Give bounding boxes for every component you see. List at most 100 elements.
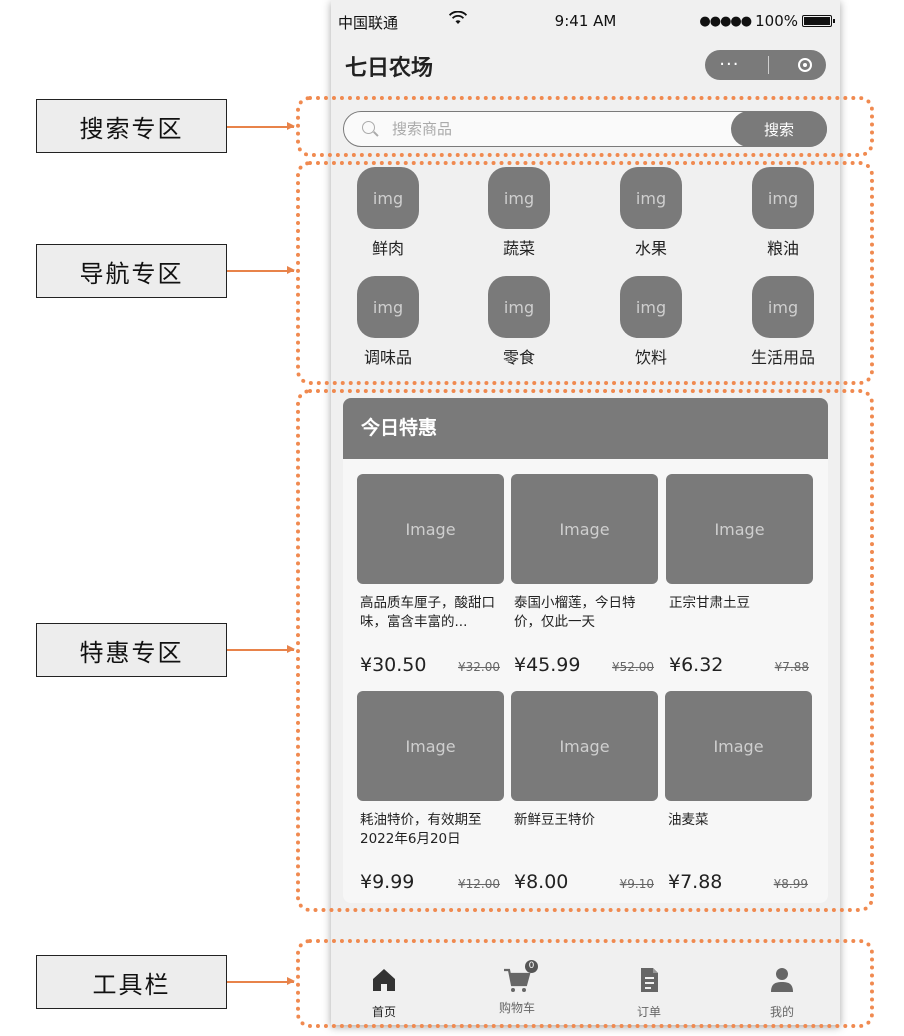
battery-percent: 100% bbox=[755, 12, 798, 30]
search-bar: 搜索 bbox=[343, 111, 827, 147]
home-icon bbox=[373, 969, 395, 991]
search-button[interactable]: 搜索 bbox=[731, 111, 827, 147]
product-old-price: ¥32.00 bbox=[458, 660, 500, 674]
product-prices: ¥45.99 ¥52.00 bbox=[514, 654, 654, 676]
category-item-fresh-meat[interactable]: img 鲜肉 bbox=[331, 167, 448, 259]
annotation-toolbar: 工具栏 bbox=[36, 955, 227, 1009]
tab-label: 我的 bbox=[769, 1005, 794, 1019]
product-name: 耗油特价，有效期至2022年6月20日 bbox=[360, 812, 482, 847]
tab-bar: 首页 0 购物车 订单 bbox=[331, 955, 840, 1025]
product-name: 泰国小榴莲，今日特价，仅此一天 bbox=[514, 595, 636, 630]
product-image: Image bbox=[666, 474, 813, 584]
deals-title: 今日特惠 bbox=[343, 398, 828, 459]
more-options-icon[interactable]: ··· bbox=[719, 54, 740, 75]
category-label: 生活用品 bbox=[750, 348, 815, 367]
search-input[interactable] bbox=[392, 118, 722, 140]
mini-program-capsule: ··· bbox=[705, 50, 826, 80]
annotation-arrow bbox=[227, 267, 295, 273]
tab-label: 首页 bbox=[371, 1005, 396, 1019]
product-card[interactable]: Image 正宗甘肃土豆 ¥6.32 ¥7.88 bbox=[666, 474, 814, 676]
category-item-grain-oil[interactable]: img 粮油 bbox=[723, 167, 840, 259]
product-card[interactable]: Image 耗油特价，有效期至2022年6月20日 ¥9.99 ¥12.00 bbox=[357, 691, 505, 893]
deals-panel: 今日特惠 Image 高品质车厘子，酸甜口味，富含丰富的... ¥30.50 ¥… bbox=[343, 398, 828, 903]
category-image: img bbox=[752, 167, 814, 229]
product-old-price: ¥7.88 bbox=[774, 660, 809, 674]
annotation-frame-search bbox=[296, 96, 874, 157]
product-image: Image bbox=[357, 474, 504, 584]
category-image: img bbox=[488, 167, 550, 229]
category-image: img bbox=[488, 276, 550, 338]
product-prices: ¥8.00 ¥9.10 bbox=[514, 871, 654, 893]
annotation-arrow bbox=[227, 123, 295, 129]
product-image: Image bbox=[511, 691, 658, 801]
product-price: ¥7.88 bbox=[668, 871, 723, 893]
annotation-search-zone: 搜索专区 bbox=[36, 99, 227, 153]
close-target-icon[interactable] bbox=[797, 58, 812, 72]
category-item-daily-goods[interactable]: img 生活用品 bbox=[723, 276, 840, 368]
wifi-icon bbox=[448, 11, 468, 24]
category-item-vegetables[interactable]: img 蔬菜 bbox=[459, 167, 579, 259]
category-label: 零食 bbox=[502, 348, 535, 367]
annotation-arrow bbox=[227, 646, 295, 652]
battery-icon bbox=[802, 15, 835, 27]
annotation-deals-zone: 特惠专区 bbox=[36, 623, 227, 677]
product-image: Image bbox=[665, 691, 812, 801]
product-old-price: ¥52.00 bbox=[612, 660, 654, 674]
product-card[interactable]: Image 油麦菜 ¥7.88 ¥8.99 bbox=[665, 691, 813, 893]
product-price: ¥6.32 bbox=[669, 654, 724, 676]
category-image: img bbox=[357, 276, 419, 338]
category-label: 饮料 bbox=[634, 348, 667, 367]
product-name: 高品质车厘子，酸甜口味，富含丰富的... bbox=[360, 595, 495, 630]
app-title: 七日农场 bbox=[345, 56, 434, 81]
annotation-frame-toolbar bbox=[296, 939, 874, 1028]
tab-orders[interactable]: 订单 bbox=[609, 965, 689, 1020]
product-prices: ¥7.88 ¥8.99 bbox=[668, 871, 808, 893]
product-prices: ¥6.32 ¥7.88 bbox=[669, 654, 809, 676]
product-card[interactable]: Image 泰国小榴莲，今日特价，仅此一天 ¥45.99 ¥52.00 bbox=[511, 474, 659, 676]
cart-icon bbox=[504, 968, 531, 992]
product-image: Image bbox=[511, 474, 658, 584]
product-price: ¥30.50 bbox=[360, 654, 427, 676]
signal-strength: ●●●●● bbox=[699, 13, 752, 29]
annotation-arrow bbox=[227, 978, 295, 984]
product-name: 正宗甘肃土豆 bbox=[669, 595, 750, 611]
tab-label: 购物车 bbox=[498, 1001, 535, 1015]
category-label: 粮油 bbox=[766, 239, 799, 258]
product-prices: ¥30.50 ¥32.00 bbox=[360, 654, 500, 676]
category-item-snacks[interactable]: img 零食 bbox=[459, 276, 579, 368]
tab-profile[interactable]: 我的 bbox=[742, 965, 822, 1020]
order-icon bbox=[641, 968, 658, 992]
product-image: Image bbox=[357, 691, 504, 801]
user-icon bbox=[771, 968, 793, 992]
product-old-price: ¥8.99 bbox=[773, 877, 808, 891]
category-item-drinks[interactable]: img 饮料 bbox=[591, 276, 711, 368]
product-old-price: ¥12.00 bbox=[458, 877, 500, 891]
status-time: 9:41 AM bbox=[554, 12, 617, 30]
annotation-frame-nav bbox=[296, 161, 874, 385]
tab-cart[interactable]: 0 购物车 bbox=[477, 960, 557, 1016]
tab-home[interactable]: 首页 bbox=[344, 965, 424, 1020]
category-image: img bbox=[752, 276, 814, 338]
category-image: img bbox=[620, 167, 682, 229]
category-label: 调味品 bbox=[363, 348, 412, 367]
capsule-divider bbox=[768, 56, 770, 74]
category-label: 鲜肉 bbox=[371, 239, 404, 258]
category-image: img bbox=[357, 167, 419, 229]
status-bar: 中国联通 9:41 AM ●●●●● 100% bbox=[331, 0, 840, 42]
category-label: 蔬菜 bbox=[502, 239, 535, 258]
category-grid: img 鲜肉 img 蔬菜 img 水果 img 粮油 img 调味品 img … bbox=[331, 165, 840, 375]
product-card[interactable]: Image 高品质车厘子，酸甜口味，富含丰富的... ¥30.50 ¥32.00 bbox=[357, 474, 505, 676]
annotation-nav-zone: 导航专区 bbox=[36, 244, 227, 298]
battery-area: ●●●●● 100% bbox=[699, 12, 835, 30]
cart-badge: 0 bbox=[525, 960, 538, 973]
product-old-price: ¥9.10 bbox=[619, 877, 654, 891]
search-icon bbox=[362, 121, 375, 134]
product-name: 新鲜豆王特价 bbox=[514, 812, 595, 828]
product-card[interactable]: Image 新鲜豆王特价 ¥8.00 ¥9.10 bbox=[511, 691, 659, 893]
category-label: 水果 bbox=[634, 239, 667, 258]
tab-label: 订单 bbox=[636, 1005, 661, 1019]
product-price: ¥45.99 bbox=[514, 654, 581, 676]
category-item-fruit[interactable]: img 水果 bbox=[591, 167, 711, 259]
category-item-seasoning[interactable]: img 调味品 bbox=[331, 276, 448, 368]
annotation-frame-deals bbox=[296, 389, 874, 912]
